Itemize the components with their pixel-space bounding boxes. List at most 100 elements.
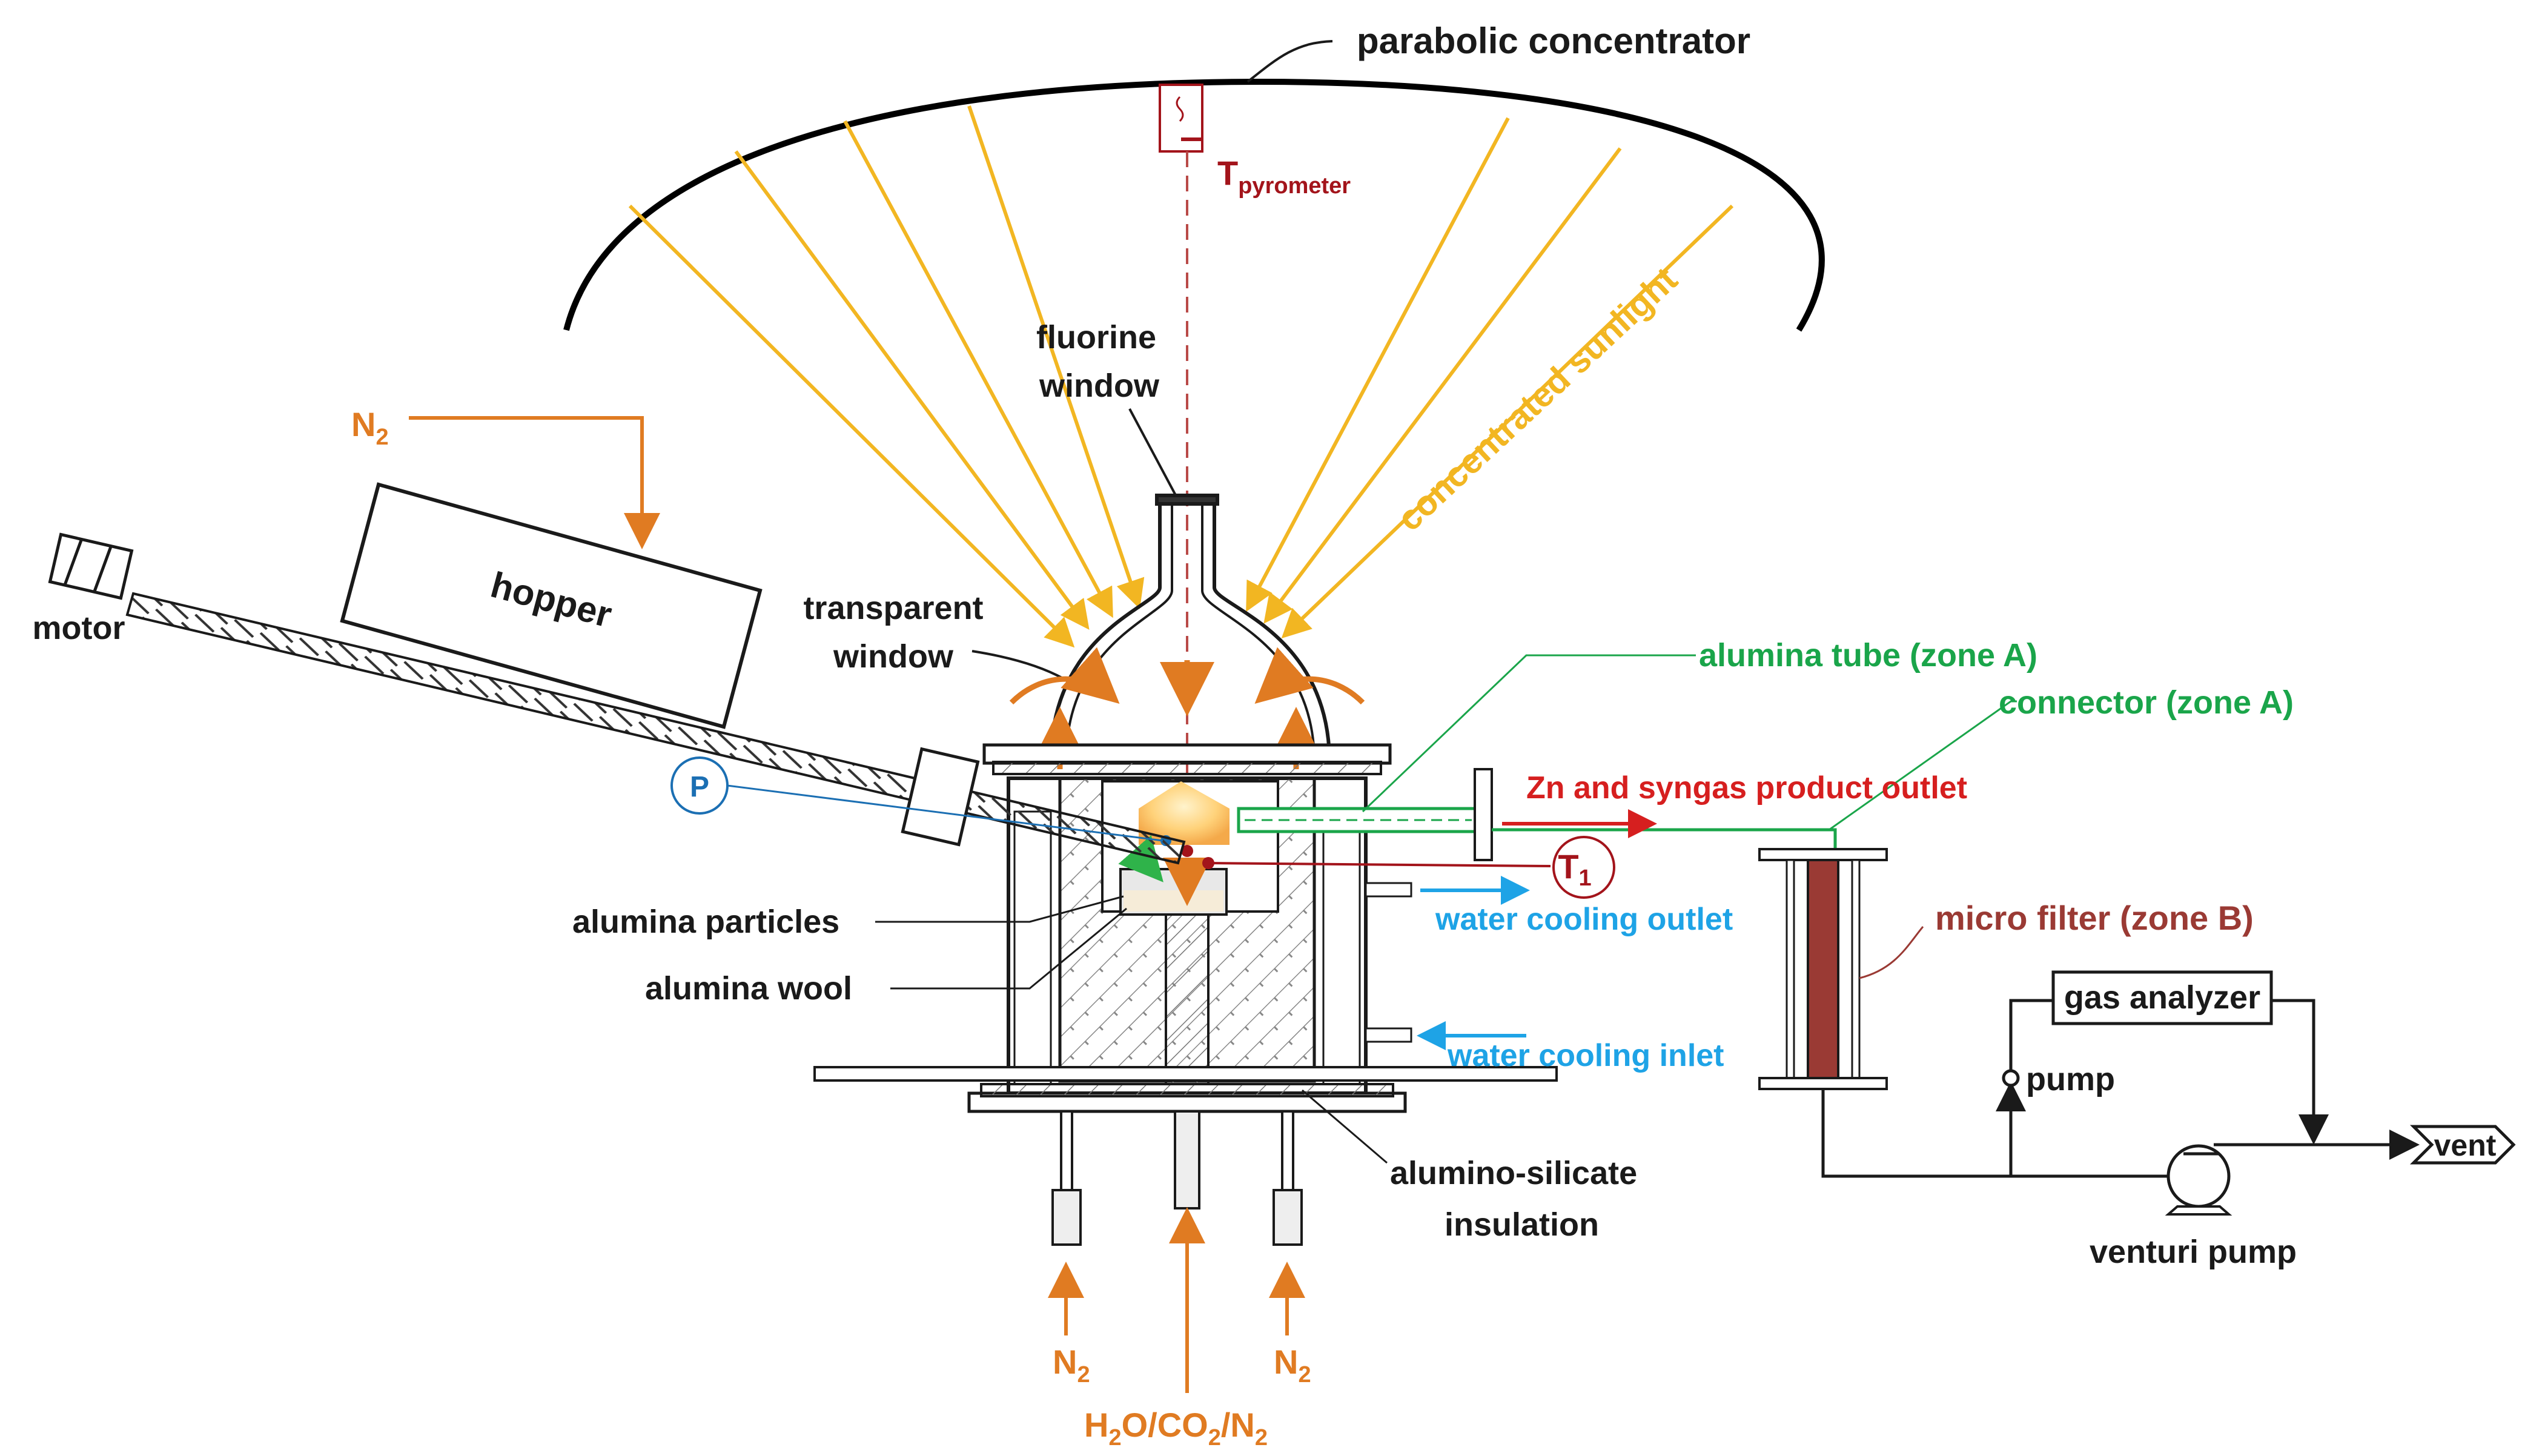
motor-rib-1 [63, 538, 83, 586]
venturi-pump-base [2165, 1205, 2232, 1216]
product-outlet-label: Zn and syngas product outlet [1526, 770, 1967, 806]
venturi-pump: venturi pump [2090, 1144, 2297, 1270]
n2-hopper-label: N2 [351, 405, 389, 450]
water-cooling: water cooling outlet water cooling inlet [1365, 876, 1733, 1073]
connector-pipe [1492, 828, 1837, 849]
transparent-leader [971, 650, 1064, 680]
analyzer-supply-pipe [2009, 999, 2053, 1176]
water-in-label: water cooling inlet [1447, 1038, 1724, 1073]
alumina-particles-label: alumina particles [572, 904, 839, 940]
t1-tip [1202, 857, 1214, 869]
dome-outer-right [1213, 503, 1331, 758]
flow-arrow-right-arc [1254, 647, 1365, 705]
insulation-label-line2: insulation [1445, 1206, 1599, 1243]
water-out-label: water cooling outlet [1435, 902, 1733, 937]
vent: vent [2409, 1125, 2516, 1165]
n2-left-label: N2 [1053, 1343, 1090, 1388]
ray-right-3 [1281, 204, 1734, 639]
feed-gas-label: H2O/CO2/N2 [1084, 1406, 1268, 1451]
fluorine-label-line1: fluorine [1036, 319, 1156, 356]
bottom-gas-feeds: N2 N2 H2O/CO2/N2 [1048, 1207, 1311, 1451]
t1-label: T1 [1558, 847, 1591, 891]
venturi-pump-label: venturi pump [2090, 1234, 2297, 1270]
t-pyrometer-label: Tpyrometer [1217, 154, 1351, 199]
ray-left-3 [843, 120, 1113, 618]
top-flange-lower [992, 761, 1382, 775]
right-fitting-nut [1273, 1189, 1303, 1246]
water-inlet-port [1365, 1027, 1412, 1043]
ray-left-4 [967, 105, 1145, 609]
alumina-tube-leader [1362, 654, 1696, 813]
gas-analyzer-label: gas analyzer [2064, 979, 2260, 1016]
micro-filter-leader [1859, 926, 1924, 979]
filter-top-cap [1758, 848, 1888, 861]
left-fitting-nut [1051, 1189, 1082, 1246]
fluorine-window-cap [1155, 494, 1219, 506]
alumina-wool-label: alumina wool [645, 970, 852, 1007]
pump-symbol-icon [2002, 1069, 2020, 1087]
n2-hopper-line [409, 416, 660, 549]
transparent-label-line1: transparent [803, 590, 983, 626]
parabolic-concentrator-label: parabolic concentrator [1357, 21, 1750, 61]
vent-arrow-icon [2409, 1125, 2516, 1165]
analyzer-return-pipe [2271, 999, 2329, 1145]
concentrator-leader-line [1246, 40, 1333, 83]
top-flange [982, 743, 1392, 765]
center-fitting [1174, 1110, 1200, 1209]
ray-right-2 [1263, 147, 1622, 624]
left-fitting-tube [1060, 1110, 1073, 1191]
flow-arrow-left-arc [1009, 647, 1120, 705]
t1-thermocouple: T1 [1202, 836, 1615, 899]
downstream-piping [1821, 999, 2420, 1178]
filter-bottom-cap [1758, 1077, 1888, 1090]
pyrometer-box [1159, 84, 1203, 153]
hopper-box [340, 482, 763, 729]
alumina-particles-bed [1124, 890, 1223, 912]
alumina-tube-assembly: alumina tube (zone A) connector (zone A) [1237, 637, 2294, 861]
outlet-flange [1474, 768, 1493, 861]
connector-label: connector (zone A) [1999, 684, 2294, 721]
alumina-wool-leader [890, 907, 1127, 990]
filter-rod-left [1786, 859, 1795, 1079]
gas-analyzer-box [2051, 970, 2273, 1025]
filter-to-venturi-pipe [1821, 1089, 2180, 1178]
ray-right-1 [1246, 117, 1510, 612]
particle-feed-arrow [1118, 835, 1163, 882]
gas-inlet-tube [1165, 913, 1210, 1085]
motor-body [48, 532, 134, 600]
concentrator-dish [563, 78, 1825, 332]
transparent-label-line2: window [833, 638, 954, 675]
pressure-gauge-line [727, 784, 1163, 842]
screw-feeder: hopper motor [33, 482, 1186, 865]
filter-element [1807, 859, 1839, 1079]
hot-zone-glow [1139, 781, 1230, 845]
pressure-gauge: P [670, 756, 1163, 842]
t1-circle [1552, 836, 1615, 899]
dome-inner-left [1065, 503, 1173, 758]
connector-leader [1829, 700, 2017, 831]
vent-label: vent [2434, 1128, 2497, 1162]
support-plate [813, 1066, 1558, 1082]
pressure-gauge-label: P [690, 771, 709, 803]
micro-filter-label: micro filter (zone B) [1935, 899, 2254, 937]
sunlight-rays [628, 105, 1734, 648]
filter-rod-right [1851, 859, 1861, 1079]
n2-hopper-feed: N2 [351, 405, 660, 549]
alumina-tube [1237, 807, 1480, 833]
feeder-coupling [901, 747, 980, 847]
insulation-leader [1302, 1089, 1388, 1164]
motor-rib-2 [93, 545, 113, 593]
ray-left-1 [628, 204, 1075, 648]
motor-label: motor [33, 610, 125, 646]
pyrometer-lens-icon [1176, 96, 1184, 122]
micro-filter: micro filter (zone B) [1758, 848, 2254, 1090]
right-fitting-tube [1281, 1110, 1294, 1191]
n2-right-label: N2 [1274, 1343, 1311, 1388]
t1-line [1208, 862, 1551, 867]
water-outlet-port [1365, 882, 1412, 898]
ray-left-2 [734, 150, 1090, 630]
alumina-tube-label: alumina tube (zone A) [1699, 637, 2037, 673]
fluorine-leader [1128, 408, 1179, 500]
center-thermocouple-point [1181, 845, 1193, 857]
